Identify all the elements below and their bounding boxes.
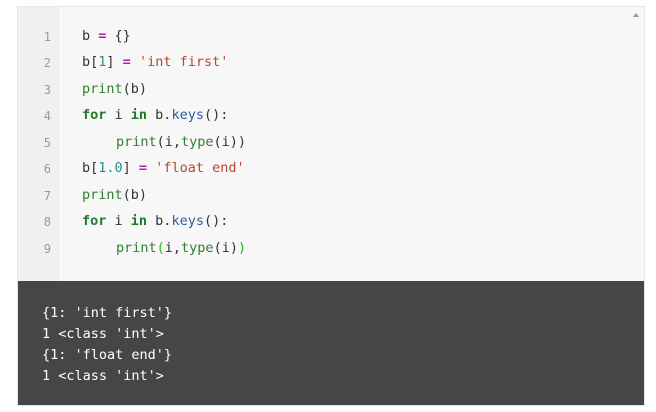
- code-line: b = {}: [82, 27, 131, 45]
- code-line: for i in b.keys():: [82, 212, 228, 230]
- code-token: b[: [82, 160, 99, 176]
- operator-token: =: [122, 54, 131, 70]
- builtin-token: print: [82, 81, 123, 97]
- output-console: {1: 'int first'} 1 <class 'int'> {1: 'fl…: [18, 281, 644, 405]
- matched-paren-token: ): [237, 240, 247, 256]
- method-token: keys: [171, 213, 204, 229]
- builtin-token: type: [181, 240, 214, 256]
- code-token: (b): [122, 187, 148, 203]
- code-line: print(b): [82, 186, 147, 204]
- code-line: print(i,type(i)): [116, 239, 246, 257]
- code-token: ]: [106, 54, 123, 70]
- code-token: ]: [122, 160, 139, 176]
- output-line: {1: 'int first'}: [42, 305, 173, 321]
- number-token: 1: [98, 54, 107, 70]
- operator-token: =: [138, 160, 148, 176]
- code-token: b[: [82, 54, 99, 70]
- line-number: 3: [43, 83, 51, 97]
- code-token: (i): [213, 240, 238, 256]
- method-token: keys: [171, 107, 204, 123]
- keyword-token: in: [130, 107, 148, 123]
- code-snippet-frame: 1 2 3 4 5 6 7 8 9 b = {} b[1] = 'int fir…: [17, 6, 645, 406]
- vertical-scrollbar[interactable]: [628, 7, 644, 281]
- code-token: [147, 160, 155, 176]
- code-line: b[1.0] = 'float end': [82, 159, 245, 177]
- line-number: 4: [43, 109, 51, 123]
- line-number: 1: [43, 30, 51, 44]
- builtin-token: print: [82, 187, 123, 203]
- keyword-token: for: [82, 107, 107, 123]
- code-token: b.: [147, 213, 172, 229]
- code-token: b.: [147, 107, 172, 123]
- string-token: 'float end': [155, 160, 245, 176]
- code-line: print(b): [82, 80, 147, 98]
- line-number: 9: [43, 242, 51, 256]
- code-editor[interactable]: 1 2 3 4 5 6 7 8 9 b = {} b[1] = 'int fir…: [18, 7, 644, 281]
- string-token: 'int first': [138, 54, 229, 70]
- code-line: print(i,type(i)): [116, 133, 246, 151]
- scroll-up-arrow-icon[interactable]: [633, 13, 639, 17]
- code-token: ():: [203, 213, 229, 229]
- code-token: (i)): [213, 134, 247, 150]
- code-token: (b): [122, 81, 148, 97]
- code-token: b: [82, 28, 99, 44]
- code-token: ():: [203, 107, 229, 123]
- code-line: b[1] = 'int first': [82, 53, 228, 71]
- code-token: i,: [164, 240, 182, 256]
- keyword-token: in: [130, 213, 148, 229]
- output-line: 1 <class 'int'>: [42, 326, 164, 342]
- code-token: i: [106, 107, 131, 123]
- line-number: 8: [43, 215, 51, 229]
- code-token: (i,: [156, 134, 182, 150]
- builtin-token: print: [116, 240, 157, 256]
- line-number: 7: [43, 189, 51, 203]
- line-number: 6: [43, 162, 51, 176]
- code-token: {}: [106, 28, 131, 44]
- builtin-token: print: [116, 134, 157, 150]
- output-line: {1: 'float end'}: [42, 347, 173, 363]
- keyword-token: for: [82, 213, 107, 229]
- line-number-gutter: 1 2 3 4 5 6 7 8 9: [18, 7, 59, 281]
- output-line: 1 <class 'int'>: [42, 368, 164, 384]
- code-token: [131, 54, 139, 70]
- line-number: 5: [43, 136, 51, 150]
- matched-paren-token: (: [156, 240, 165, 256]
- code-token: i: [106, 213, 131, 229]
- code-line: for i in b.keys():: [82, 106, 228, 124]
- line-number: 2: [43, 56, 51, 70]
- builtin-token: type: [181, 134, 214, 150]
- operator-token: =: [98, 28, 107, 44]
- number-token: 1.0: [98, 160, 123, 176]
